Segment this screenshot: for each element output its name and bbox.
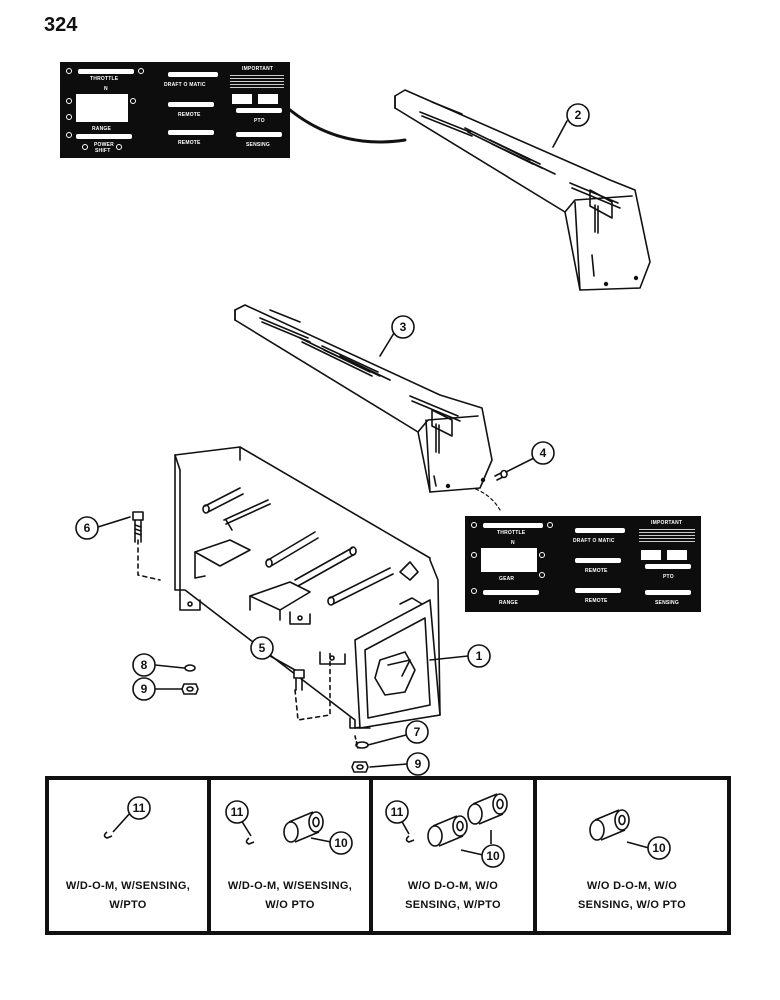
callout-2-label: 2 <box>575 108 582 122</box>
callout-5 <box>250 636 274 660</box>
callout-7-label: 7 <box>414 725 421 739</box>
nut-part-9-a <box>181 683 199 695</box>
decal-throttle-label: THROTTLE <box>90 76 119 82</box>
decal-power-label: POWER <box>94 142 114 148</box>
variant-4-line1: W/O D-O-M, W/O <box>586 880 678 892</box>
bolt-part-6 <box>132 511 144 543</box>
clip-part-11-icon <box>103 831 113 839</box>
variants-table <box>45 776 731 935</box>
variant-2-line2: W/O PTO <box>265 899 315 911</box>
bushing-part-10-icon-b <box>467 793 508 825</box>
variant-2-callout-10: 10 <box>334 836 348 850</box>
decal2-range-label: RANGE <box>499 600 519 606</box>
variant-1-line2: W/PTO <box>109 899 147 911</box>
callout-9a-label: 9 <box>141 682 148 696</box>
callout-9a <box>132 677 156 701</box>
clip-part-11-icon <box>405 835 415 843</box>
nut-part-9-b <box>351 761 369 773</box>
variant-3-callout-11: 11 <box>391 805 404 819</box>
variant-4-drawing: 10 <box>589 809 671 860</box>
callout-6 <box>75 516 99 540</box>
decal2-throttle-label: THROTTLE <box>497 530 526 536</box>
cover-plate-upper <box>394 89 651 291</box>
callout-5-label: 5 <box>259 641 266 655</box>
cover-plate-lower <box>234 304 493 493</box>
decal-important-label: IMPORTANT <box>242 66 274 72</box>
bushing-part-10-icon <box>283 811 324 843</box>
callout-4-label: 4 <box>540 446 547 460</box>
main-frame <box>137 446 441 749</box>
callout-3-label: 3 <box>400 320 407 334</box>
decal2-remote-label-2: REMOTE <box>585 598 608 604</box>
washer-part-8 <box>184 664 196 672</box>
decal-draft-label: DRAFT O MATIC <box>164 82 206 88</box>
callout-2 <box>566 103 590 127</box>
decal2-important-label: IMPORTANT <box>651 520 683 526</box>
variant-box-2: 11 10 W/D-O-M, W/SENSING, W/O PTO <box>209 778 371 933</box>
decal2-sensing-label: SENSING <box>655 600 679 606</box>
variant-box-4: 10 W/O D-O-M, W/O SENSING, W/O PTO <box>535 778 729 933</box>
decal2-pto-label: PTO <box>663 574 674 580</box>
callout-8 <box>132 653 156 677</box>
decal-remote-label-2: REMOTE <box>178 140 201 146</box>
decal2-neutral-label: N <box>511 540 515 546</box>
callout-1-label: 1 <box>476 649 483 663</box>
variant-box-1: 11 W/D-O-M, W/SENSING, W/PTO <box>47 778 209 933</box>
callout-circles <box>75 103 590 776</box>
callout-8-label: 8 <box>141 658 148 672</box>
screw-part-4 <box>494 469 508 481</box>
decal2-remote-label-1: REMOTE <box>585 568 608 574</box>
decal-panel-bottom: THROTTLE N GEAR RANGE DRAFT O MATIC REMO… <box>465 516 701 612</box>
decal-panel-top: THROTTLE N RANGE POWER SHIFT DRAFT O MAT… <box>60 62 290 158</box>
callout-4 <box>531 441 555 465</box>
variant-1-line1: W/D-O-M, W/SENSING, <box>65 880 191 892</box>
decal2-draft-label: DRAFT O MATIC <box>573 538 615 544</box>
decal-neutral-label: N <box>104 86 108 92</box>
decal2-gear-label: GEAR <box>499 576 515 582</box>
bolt-part-5 <box>293 669 305 691</box>
variant-3-line2: SENSING, W/PTO <box>405 899 501 911</box>
decal-pto-label: PTO <box>254 118 265 124</box>
callout-1 <box>467 644 491 668</box>
decal-leader-curve-1 <box>288 108 407 144</box>
bushing-part-10-icon <box>589 809 630 841</box>
decal-sensing-label: SENSING <box>246 142 270 148</box>
clip-part-11-icon <box>245 837 255 845</box>
variant-4-line2: SENSING, W/O PTO <box>578 899 686 911</box>
variant-3-drawing: 11 10 <box>385 793 508 868</box>
variant-box-3: 11 10 W/O D-O-M, W/O SENSING, W/PTO <box>371 778 535 933</box>
variant-2-callout-11: 11 <box>231 805 244 819</box>
variant-2-drawing: 11 10 <box>225 800 353 855</box>
decal-shift-label: SHIFT <box>95 148 111 154</box>
bushing-part-10-icon-a <box>427 815 468 847</box>
variant-2-caption: W/D-O-M, W/SENSING, W/O PTO <box>211 877 369 915</box>
variant-1-caption: W/D-O-M, W/SENSING, W/PTO <box>49 877 207 915</box>
variant-1-callout-11: 11 <box>133 801 146 815</box>
callout-6-label: 6 <box>84 521 91 535</box>
variant-2-line1: W/D-O-M, W/SENSING, <box>227 880 353 892</box>
decal-remote-label-1: REMOTE <box>178 112 201 118</box>
variant-3-caption: W/O D-O-M, W/O SENSING, W/PTO <box>373 877 533 915</box>
callout-3 <box>391 315 415 339</box>
variant-4-callout-10: 10 <box>652 841 666 855</box>
variant-3-callout-10: 10 <box>486 849 500 863</box>
variant-1-drawing: 11 <box>103 796 151 839</box>
callout-9b <box>406 752 430 776</box>
variant-3-line1: W/O D-O-M, W/O <box>407 880 499 892</box>
callout-7 <box>405 720 429 744</box>
variant-4-caption: W/O D-O-M, W/O SENSING, W/O PTO <box>537 877 727 915</box>
page-number: 324 <box>44 14 78 36</box>
decal-leader-curve-2 <box>469 486 501 511</box>
decal-range-label: RANGE <box>92 126 112 132</box>
callout-9b-label: 9 <box>415 757 422 771</box>
